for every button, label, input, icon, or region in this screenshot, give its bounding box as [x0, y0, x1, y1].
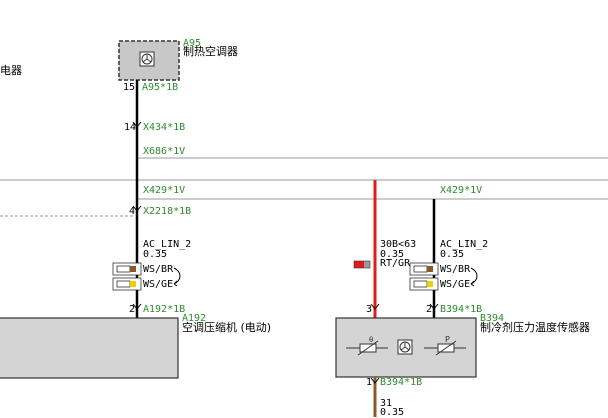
- pressure-sensor-symbol-icon: P: [424, 335, 466, 356]
- a192-pin: 2: [129, 304, 136, 315]
- a192-name: 空调压缩机 (电动): [182, 321, 272, 334]
- b394-center-symbol-icon: [397, 339, 413, 355]
- wire-left-color2: WS/GE: [143, 279, 174, 290]
- b394-connector-bottom: B394*1B: [380, 377, 423, 388]
- twisted-pair-left-icon: [112, 262, 181, 291]
- b394-pin-lin: 2: [426, 304, 433, 315]
- x2218-pin: 4: [129, 206, 136, 217]
- wire-right-color1: WS/BR: [440, 264, 471, 275]
- wire-left-size: 0.35: [143, 249, 168, 260]
- wire-red-color: RT/GR: [380, 258, 411, 269]
- wire-color-marker-rtgr-icon: [353, 260, 371, 269]
- a192-id: A192: [182, 313, 207, 324]
- x686-connector: X686*1V: [143, 146, 186, 157]
- wire-right-color2: WS/GE: [440, 279, 471, 290]
- a95-id: A95: [183, 38, 202, 49]
- svg-text:θ: θ: [369, 336, 373, 344]
- x2218-connector: X2218*1B: [143, 206, 192, 217]
- a192-component-box: [0, 317, 179, 379]
- wire-right-signal: AC_LIN_2: [440, 239, 489, 250]
- b394-pin-red: 3: [366, 304, 373, 315]
- wire-left-signal: AC_LIN_2: [143, 239, 192, 250]
- b394-name: 制冷剂压力温度传感器: [480, 321, 590, 334]
- temperature-sensor-symbol-icon: θ: [346, 336, 388, 356]
- b394-id: B394: [480, 313, 505, 324]
- wire-right-size: 0.35: [440, 249, 465, 260]
- connector-marker-x434: [132, 121, 142, 128]
- wire-red-signal: 30B<63: [380, 239, 417, 250]
- connector-marker-a192: [132, 303, 142, 310]
- connector-marker-b394-red: [370, 303, 380, 310]
- b394-connector: B394*1B: [440, 304, 483, 315]
- x429-left-connector: X429*1V: [143, 185, 186, 196]
- x429-right-connector: X429*1V: [440, 185, 483, 196]
- left-edge-component-name: 电器: [0, 64, 22, 77]
- wire-bottom-size: 0.35: [380, 407, 405, 418]
- x434-pin: 14: [124, 122, 137, 133]
- a95-name: 制热空调器: [183, 45, 238, 58]
- a95-symbol-icon: [139, 51, 155, 67]
- a95-connector: A95*1B: [142, 82, 179, 93]
- a95-pin: 15: [123, 82, 136, 93]
- connector-marker-b394-bottom: [370, 377, 380, 384]
- connector-marker-x2218: [132, 205, 142, 212]
- a192-connector: A192*1B: [143, 304, 186, 315]
- b394-pin-bottom: 1: [366, 377, 373, 388]
- wire-bottom-number: 31: [380, 398, 393, 409]
- svg-text:P: P: [445, 335, 450, 344]
- x434-connector: X434*1B: [143, 122, 186, 133]
- connector-marker-b394-lin: [429, 303, 439, 310]
- twisted-pair-right-icon: [409, 262, 478, 291]
- wire-left-color1: WS/BR: [143, 264, 174, 275]
- wire-red-size: 0.35: [380, 249, 405, 260]
